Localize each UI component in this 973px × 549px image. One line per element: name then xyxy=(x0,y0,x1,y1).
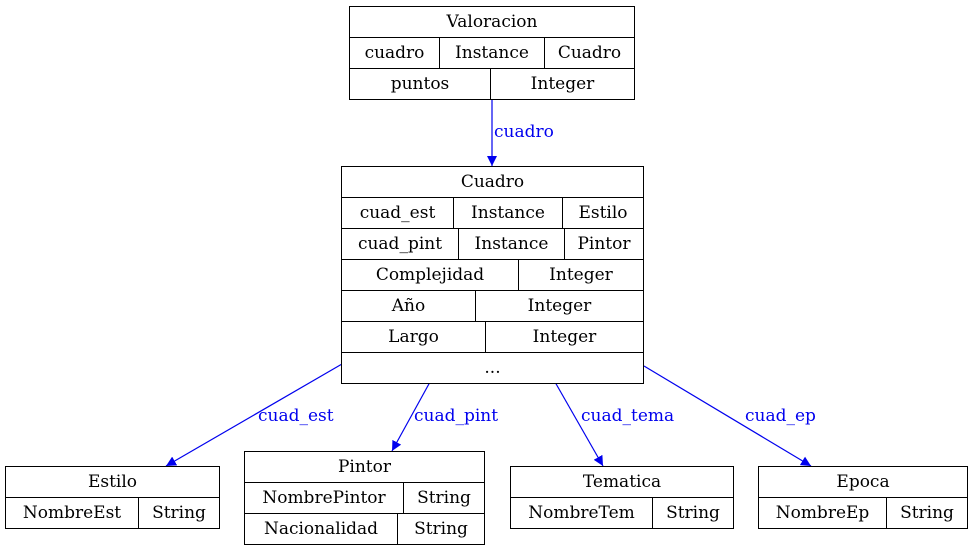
attr-type: Pintor xyxy=(564,229,643,259)
attr-type: Estilo xyxy=(562,198,643,228)
attr-type: Integer xyxy=(475,291,643,321)
edge-label-cuad-tema: cuad_tema xyxy=(581,406,674,426)
node-title: Epoca xyxy=(836,472,890,492)
attr-name: puntos xyxy=(390,74,450,94)
attr-kind: Instance xyxy=(458,229,564,259)
tematica-node: Tematica NombreTem String xyxy=(510,466,734,529)
attr-name: Complejidad xyxy=(375,265,485,285)
attr-type: Integer xyxy=(518,260,643,290)
node-title: Pintor xyxy=(337,457,392,477)
attr-name: NombrePintor xyxy=(262,488,386,508)
epoca-node: Epoca NombreEp String xyxy=(758,466,968,529)
edge-label-cuad-pint: cuad_pint xyxy=(414,406,498,426)
node-title: Estilo xyxy=(87,472,138,492)
edge-label-cuad-ep: cuad_ep xyxy=(745,406,816,426)
estilo-node: Estilo NombreEst String xyxy=(5,466,220,529)
attr-name: Largo xyxy=(388,327,439,347)
attr-type: Integer xyxy=(490,69,634,99)
attr-name: cuad_est xyxy=(359,203,436,223)
attr-type: String xyxy=(397,514,484,544)
attr-name: NombreEp xyxy=(775,503,870,523)
edge-cuadro-tematica xyxy=(554,381,604,467)
edge-label-cuadro: cuadro xyxy=(494,122,554,142)
attr-name: NombreEst xyxy=(22,503,122,523)
attr-name: Nacionalidad xyxy=(263,519,379,539)
attr-type: String xyxy=(403,483,484,513)
attr-name: Año xyxy=(391,296,426,316)
attr-name: NombreTem xyxy=(528,503,635,523)
edge-label-cuad-est: cuad_est xyxy=(258,406,334,426)
edge-cuadro-pintor xyxy=(391,381,431,452)
attr-name: cuad_pint xyxy=(357,234,443,254)
edge-cuadro-epoca xyxy=(643,365,812,467)
valoracion-node: Valoracion cuadro Instance Cuadro puntos… xyxy=(349,6,635,100)
attr-type: String xyxy=(138,498,219,528)
attr-type: Integer xyxy=(485,322,643,352)
attr-type: String xyxy=(886,498,967,528)
edge-cuadro-estilo xyxy=(165,363,343,467)
attr-type: Cuadro xyxy=(544,38,634,68)
node-title: Tematica xyxy=(582,472,662,492)
node-title: Cuadro xyxy=(460,172,525,192)
node-title: Valoracion xyxy=(446,12,538,32)
cuadro-node: Cuadro cuad_est Instance Estilo cuad_pin… xyxy=(341,166,644,384)
pintor-node: Pintor NombrePintor String Nacionalidad … xyxy=(244,451,485,545)
attr-kind: Instance xyxy=(453,198,562,228)
more-attributes: ... xyxy=(484,358,501,378)
attr-kind: Instance xyxy=(439,38,544,68)
attr-name: cuadro xyxy=(364,43,425,63)
attr-type: String xyxy=(652,498,733,528)
